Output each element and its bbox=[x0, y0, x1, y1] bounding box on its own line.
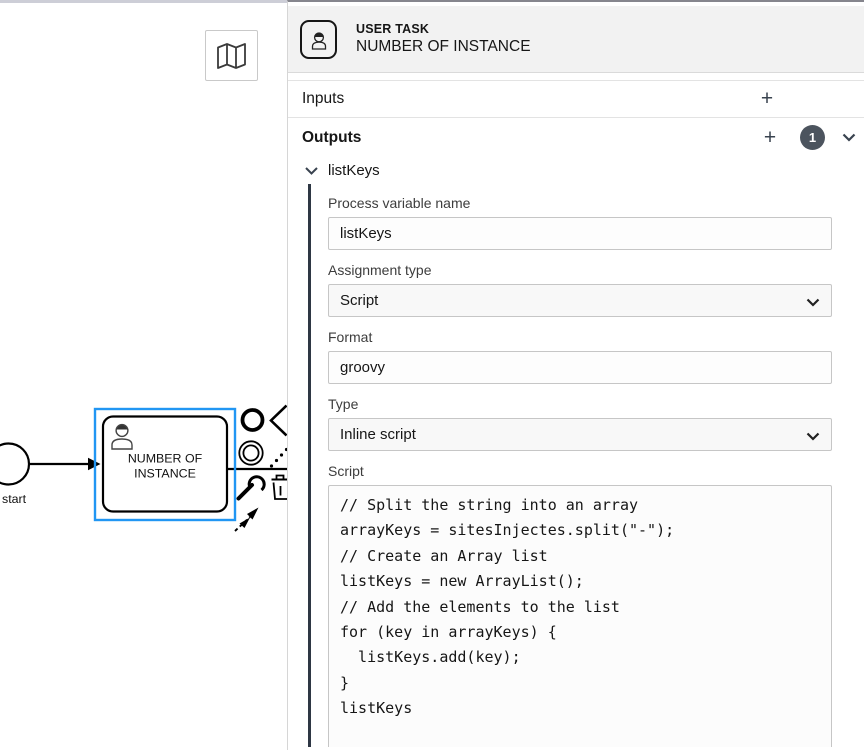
sequence-flow-in[interactable] bbox=[29, 457, 101, 471]
twistie bbox=[305, 166, 318, 175]
element-name: NUMBER OF INSTANCE bbox=[356, 38, 531, 55]
chevron-down-icon bbox=[806, 432, 820, 441]
output-item-header[interactable]: listKeys bbox=[288, 157, 864, 184]
process-variable-name-label: Process variable name bbox=[328, 195, 471, 211]
chevron-down-icon bbox=[305, 166, 318, 175]
add-input-button[interactable]: + bbox=[755, 87, 779, 111]
bpmn-diagram: start NUMBER OF INSTANCE bbox=[0, 404, 288, 532]
plus-icon: + bbox=[760, 87, 774, 110]
group-inputs[interactable]: Inputs + bbox=[288, 80, 864, 118]
plus-icon: + bbox=[763, 125, 777, 149]
start-event-label: start bbox=[2, 492, 27, 506]
map-icon bbox=[216, 42, 246, 69]
output-item-body: Process variable name Assignment type Sc… bbox=[288, 184, 864, 747]
output-item-name: listKeys bbox=[328, 162, 380, 179]
element-type-label: USER TASK bbox=[356, 22, 430, 36]
context-pad bbox=[234, 404, 288, 532]
connect-arrow-icon[interactable] bbox=[234, 507, 259, 532]
format-label: Format bbox=[328, 329, 373, 345]
append-text-annotation-icon[interactable] bbox=[269, 447, 287, 468]
user-icon bbox=[311, 31, 326, 50]
task-label-line2: INSTANCE bbox=[134, 467, 196, 481]
append-gateway-icon[interactable] bbox=[269, 404, 287, 437]
add-output-button[interactable]: + bbox=[758, 126, 782, 150]
group-outputs[interactable]: Outputs + 1 bbox=[288, 118, 864, 157]
append-end-event-icon[interactable] bbox=[240, 408, 265, 432]
delete-trash-icon[interactable] bbox=[271, 474, 288, 500]
inputs-group-label: Inputs bbox=[302, 90, 345, 107]
task-label-line1: NUMBER OF bbox=[128, 452, 203, 466]
script-label: Script bbox=[328, 463, 364, 479]
bpmn-canvas[interactable]: start NUMBER OF INSTANCE bbox=[0, 0, 287, 750]
outputs-collapse-button[interactable] bbox=[841, 130, 857, 146]
process-variable-name-input[interactable] bbox=[328, 217, 832, 250]
assignment-type-select[interactable]: Script bbox=[328, 284, 832, 317]
selection-outline bbox=[93, 407, 237, 522]
outputs-count-badge: 1 bbox=[800, 125, 825, 150]
type-label: Type bbox=[328, 396, 359, 412]
type-value: Inline script bbox=[340, 426, 416, 443]
chevron-down-icon bbox=[842, 133, 856, 142]
properties-panel-header: USER TASK NUMBER OF INSTANCE bbox=[288, 6, 864, 73]
user-icon bbox=[111, 423, 133, 450]
append-intermediate-event-icon[interactable] bbox=[238, 440, 264, 466]
assignment-type-value: Script bbox=[340, 292, 379, 309]
minimap-toggle-button[interactable] bbox=[205, 30, 258, 81]
format-input[interactable] bbox=[328, 351, 832, 384]
start-event[interactable]: start bbox=[0, 442, 31, 507]
chevron-down-icon bbox=[806, 298, 820, 307]
outputs-group-label: Outputs bbox=[302, 128, 362, 146]
properties-panel: USER TASK NUMBER OF INSTANCE Inputs + Ou… bbox=[287, 0, 864, 750]
user-task-icon bbox=[300, 19, 337, 59]
output-item-fields: Process variable name Assignment type Sc… bbox=[328, 184, 832, 747]
script-textarea[interactable]: // Split the string into an array arrayK… bbox=[328, 485, 832, 747]
assignment-type-label: Assignment type bbox=[328, 262, 432, 278]
change-type-wrench-icon[interactable] bbox=[236, 475, 266, 501]
user-task-shape[interactable]: NUMBER OF INSTANCE bbox=[101, 415, 229, 513]
open-entry-rule bbox=[308, 184, 311, 747]
type-select[interactable]: Inline script bbox=[328, 418, 832, 451]
header-text: USER TASK NUMBER OF INSTANCE bbox=[356, 22, 531, 56]
